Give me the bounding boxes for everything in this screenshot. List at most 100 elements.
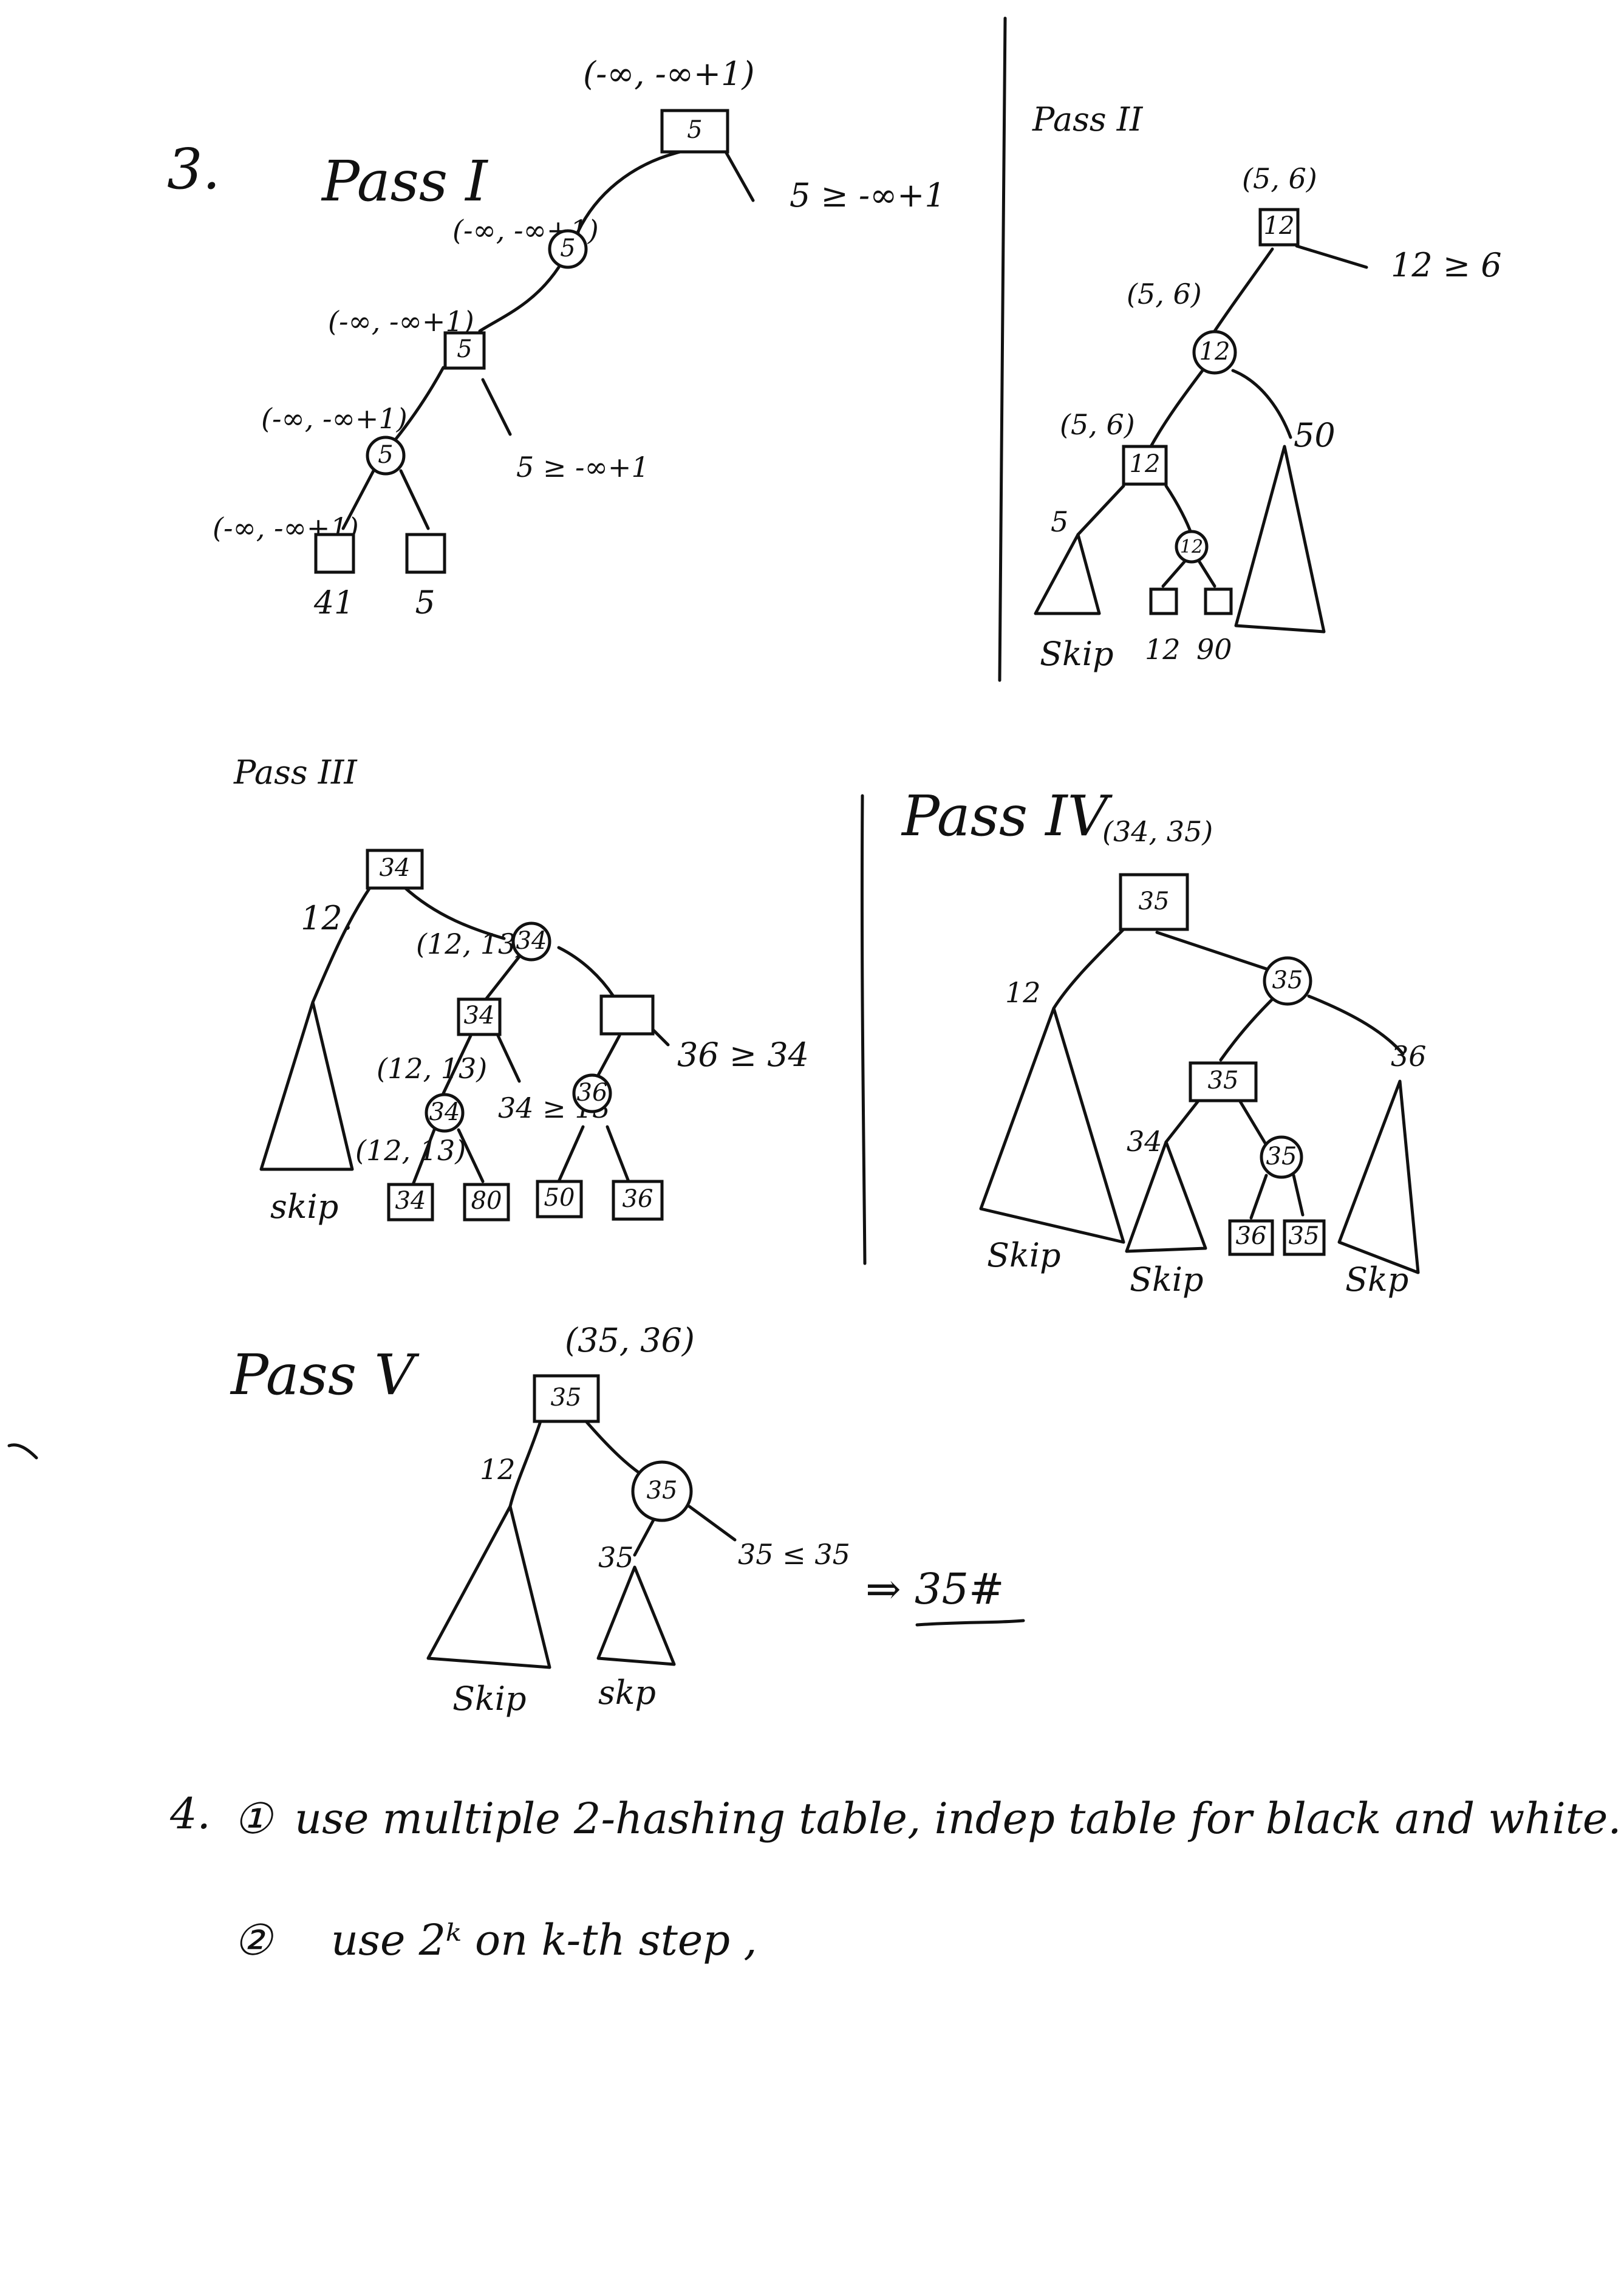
- pass-2-c-node: [1192, 330, 1237, 375]
- pass-4-b-value: 35: [1208, 1067, 1239, 1095]
- pass-4-c-node: [1263, 956, 1312, 1006]
- edge: [484, 955, 521, 1001]
- pass-1-title: Pass I: [321, 149, 488, 214]
- pass-3-c-value: 34: [516, 927, 547, 955]
- pass-2-right-value: 50: [1294, 416, 1336, 454]
- pass-3-cl-node: [425, 1093, 465, 1133]
- edge: [1292, 1174, 1305, 1217]
- edge: [341, 469, 375, 530]
- pass-1-root-cut: 5 ≥ -∞+1: [790, 176, 946, 214]
- item-2-marker: ②: [234, 1915, 274, 1965]
- edge: [1076, 484, 1125, 536]
- edge: [1231, 369, 1292, 439]
- pass-3-title: Pass III: [233, 753, 358, 791]
- pass-4-leaf-2-value: 35: [1289, 1222, 1320, 1250]
- pass-4-skip-right: Skp: [1345, 1260, 1408, 1299]
- edge: [1149, 369, 1204, 448]
- pass-3-b-right-cut: 36 ≥ 34: [677, 1036, 809, 1074]
- pass-5-title: Pass V: [230, 1342, 420, 1407]
- edge: [1307, 994, 1405, 1056]
- pass-1-leaf-right-value: 5: [415, 585, 435, 621]
- edge: [411, 1128, 436, 1186]
- left-subtree-triangle: [979, 1007, 1125, 1244]
- question-4: 4. ① use multiple 2-hashing table, indep…: [169, 1789, 1622, 1965]
- pass-3-leaf-1-value: 34: [395, 1187, 426, 1215]
- pass-4-skip-mid: Skip: [1130, 1260, 1204, 1299]
- pass-4-leaf-1: [1228, 1219, 1274, 1256]
- edge: [633, 1514, 658, 1557]
- pass-2-leaf-right: [1204, 587, 1233, 615]
- left-subtree-triangle: [259, 1000, 354, 1171]
- pass-3-leaf-2-value: 80: [471, 1187, 502, 1215]
- pass-3-cl-value: 34: [429, 1098, 460, 1126]
- mid-subtree-triangle: [1125, 1140, 1207, 1253]
- right-subtree-triangle: [1234, 445, 1326, 634]
- pass-3-cr-value: 36: [577, 1079, 608, 1107]
- right-subtree-triangle: [1337, 1079, 1420, 1274]
- pass-3-b-left-value: 34: [464, 1002, 495, 1030]
- pass-4-leaf-1-value: 36: [1236, 1222, 1267, 1250]
- pass-3-root-value: 34: [380, 854, 411, 882]
- pass-2-leaf-left: [1149, 587, 1178, 615]
- edge: [557, 1125, 585, 1183]
- pass-1-diagram: Pass I (-∞, -∞+1) 5 ≥ -∞+1 (-∞, -∞+1) (-…: [213, 55, 946, 621]
- pass-4-c-value: 35: [1272, 966, 1303, 994]
- pass-2-b-node: [1122, 445, 1168, 486]
- pass-3-root-node: [366, 849, 424, 890]
- edge: [724, 150, 755, 202]
- pass-1-c2-value: 5: [378, 441, 393, 469]
- pass-3-cr-node: [572, 1073, 612, 1113]
- pass-2-root-window: (5, 6): [1242, 162, 1317, 195]
- result-underline: [915, 1619, 1025, 1627]
- divider-line-middle: [860, 794, 867, 1265]
- edge: [496, 1034, 521, 1083]
- skip-subtree-triangle: [1034, 533, 1101, 615]
- pass-5-root-value: 35: [551, 1384, 582, 1412]
- edge: [1164, 1098, 1201, 1144]
- pass-5-left-value: 12: [480, 1453, 516, 1486]
- pass-3-bl-window: (12, 13): [377, 1052, 487, 1085]
- edge: [402, 885, 506, 940]
- pass-2-title: Pass II: [1032, 100, 1144, 138]
- pass-1-c2-node: [366, 436, 406, 476]
- pass-1-root-value: 5: [687, 116, 702, 144]
- pass-2-leaf-left-value: 12: [1145, 633, 1181, 666]
- pass-2-b-value: 12: [1130, 450, 1161, 478]
- pass-2-c2-value: 12: [1180, 536, 1203, 558]
- edge: [687, 1505, 737, 1542]
- pass-1-leaf-right: [405, 533, 446, 574]
- pass-1-leaf-left-value: 41: [313, 585, 354, 621]
- pass-5-c-node: [631, 1460, 693, 1522]
- pass-5-skip-mid: skp: [598, 1673, 656, 1712]
- pass-4-title: Pass IV: [901, 784, 1113, 849]
- pass-1-c2-window: (-∞, -∞+1): [261, 402, 408, 435]
- pass-3-b-left-node: [457, 997, 502, 1036]
- pass-2-root-value: 12: [1264, 212, 1295, 240]
- item-2-text: use 2ᵏ on k-th step ,: [331, 1915, 757, 1965]
- pass-2-leaf-right-value: 90: [1196, 633, 1232, 666]
- edge: [575, 150, 682, 236]
- pass-1-c1-value: 5: [560, 234, 575, 262]
- pass-3-skip-label: skip: [270, 1188, 338, 1226]
- pass-3-leaf-3-value: 50: [544, 1184, 575, 1212]
- left-subtree-triangle: [426, 1505, 551, 1669]
- pass-2-b-window: (5, 6): [1060, 408, 1135, 441]
- pass-3-leaf-2: [463, 1183, 510, 1222]
- edge: [311, 885, 372, 1004]
- pass-1-b-cut: 5 ≥ -∞+1: [516, 451, 649, 484]
- question-3-number: 3.: [167, 137, 220, 202]
- edge: [1213, 247, 1274, 333]
- question-4-number: 4.: [169, 1789, 211, 1839]
- pass-5-root-window: (35, 36): [565, 1321, 695, 1359]
- pass-3-leaf-1: [387, 1183, 434, 1222]
- edge: [1237, 1098, 1268, 1147]
- pass-4-c2-value: 35: [1266, 1143, 1297, 1171]
- pass-5-cut: 35 ≤ 35: [738, 1538, 850, 1571]
- edge: [457, 1128, 485, 1183]
- edge: [584, 1420, 646, 1478]
- pass-4-root-node: [1119, 873, 1189, 931]
- edge: [393, 366, 445, 442]
- pass-4-right-value: 36: [1391, 1040, 1427, 1073]
- mid-subtree-triangle: [596, 1565, 676, 1666]
- pass-4-diagram: Pass IV (34, 35) 12 Skip 36 Skp 34 Skip …: [901, 784, 1427, 1299]
